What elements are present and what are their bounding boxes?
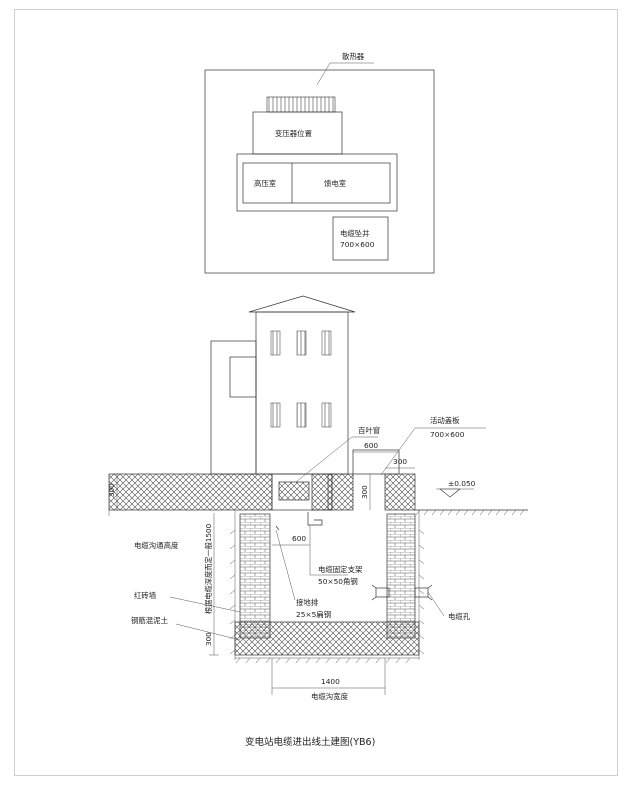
roof — [248, 295, 356, 313]
louver-label: 百叶窗 — [358, 426, 380, 435]
dim-600-top: 600 — [364, 441, 378, 450]
radiator-shape — [266, 96, 336, 113]
elevation-label: ±0.050 — [448, 479, 476, 488]
louvre — [270, 402, 281, 428]
bracket-label: 电缆固定支架 — [318, 565, 363, 574]
dim-300-left: 300 — [107, 483, 116, 497]
concrete-label: 钢筋混泥土 — [131, 616, 168, 625]
ground-bar-label: 接地排 — [296, 598, 319, 607]
brick-wall-label: 红砖墙 — [134, 591, 157, 600]
cable-pit-size: 700×600 — [340, 240, 375, 249]
cable-pit-box — [332, 216, 389, 261]
radiator-label: 散热器 — [342, 52, 365, 61]
width-label: 电缆沟宽度 — [311, 692, 349, 701]
dim-300-top: 300 — [393, 457, 407, 466]
ground-bar — [275, 525, 280, 531]
cover-size: 700×600 — [430, 430, 465, 439]
dim-300-side: 300 — [360, 485, 369, 499]
cable-hole — [375, 587, 390, 598]
cable-hole-label: 电缆孔 — [448, 612, 471, 621]
louver-window — [278, 481, 310, 501]
transformer-label: 变压器位置 — [275, 129, 312, 138]
room-outer — [236, 153, 398, 212]
hv-room-label: 高压室 — [254, 179, 276, 188]
drawing-border — [14, 9, 618, 776]
slab-right — [327, 473, 354, 511]
side-annex — [210, 340, 257, 475]
plan-outline — [204, 69, 435, 274]
cover-ledge — [384, 473, 416, 511]
cover-slab — [352, 449, 400, 475]
cable-bracket — [307, 512, 323, 526]
elevation-marker — [439, 488, 461, 498]
trench-height-label: 电缆沟通高度 — [134, 541, 179, 550]
feeder-room-label: 馈电室 — [324, 179, 346, 188]
cover-label: 活动盖板 — [430, 416, 460, 425]
louvre — [321, 402, 332, 428]
room-inner — [242, 162, 391, 204]
dim-300-bottom: 300 — [204, 632, 213, 646]
ground-slab-left — [108, 473, 273, 511]
vertical-note: 根据电缆深度而定一般1500 — [204, 523, 213, 614]
louvre — [270, 330, 281, 356]
width-value: 1400 — [321, 677, 340, 686]
cable-pit-label: 电缆坠井 — [340, 229, 370, 238]
dim-600-mid: 600 — [292, 534, 306, 543]
radiator-leader — [316, 62, 331, 86]
base-slab — [234, 621, 420, 656]
building-elevation — [210, 295, 356, 475]
louvre — [296, 402, 307, 428]
brick-wall-left — [239, 513, 271, 639]
bracket-spec: 50×50角钢 — [318, 577, 358, 586]
drawing-caption: 变电站电缆进出线土建图(YB6) — [245, 736, 375, 748]
louvre — [321, 330, 332, 356]
brick-wall-right — [386, 513, 416, 639]
plan-view: 散热器 变压器位置 高压室 馈电室 电缆坠井 700×600 — [204, 52, 435, 274]
earth-hatch-left — [229, 529, 425, 655]
ground-bar-spec: 25×5扁钢 — [296, 610, 331, 619]
louvre — [296, 330, 307, 356]
earth-hatch-right — [415, 509, 525, 516]
section-view: 百叶窗 活动盖板 700×600 600 300 300 300 ±0.050 — [107, 295, 528, 701]
